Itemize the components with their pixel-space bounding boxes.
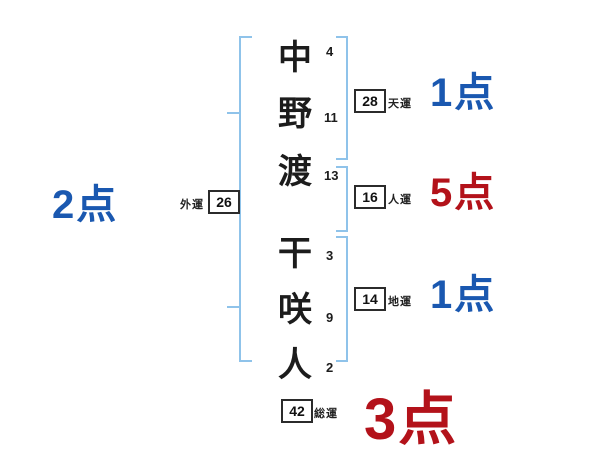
person-luck-value-box: 16 (354, 185, 386, 209)
heaven-luck-label: 天運 (388, 98, 412, 110)
heaven-luck-value-box: 28 (354, 89, 386, 113)
heaven-luck-score: 1点 (430, 71, 497, 115)
outer-luck-bracket-tick-bottom (239, 360, 252, 362)
person-luck-label: 人運 (388, 194, 412, 206)
name-char-4: 干 (278, 235, 312, 273)
outer-luck-bracket-tick-mid1 (227, 112, 239, 114)
stroke-count-3: 13 (324, 168, 339, 183)
person-luck-bracket-line (346, 166, 348, 232)
total-luck-score: 3点 (364, 387, 459, 452)
earth-luck-value-box: 14 (354, 287, 386, 311)
outer-luck-bracket-tick-top (239, 36, 252, 38)
outer-luck-label: 外運 (180, 199, 204, 211)
total-luck-label: 総運 (314, 408, 338, 420)
earth-luck-score: 1点 (430, 273, 497, 317)
name-char-3: 渡 (278, 153, 312, 191)
person-luck-bracket-tick-bottom (336, 230, 348, 232)
person-luck-score: 5点 (430, 171, 497, 215)
stroke-count-1: 4 (326, 44, 334, 59)
earth-luck-bracket-tick-bottom (336, 360, 348, 362)
stroke-count-2: 11 (324, 110, 338, 125)
outer-luck-bracket-line (239, 36, 241, 362)
stroke-count-4: 3 (326, 248, 334, 263)
earth-luck-label: 地運 (388, 296, 412, 308)
stroke-count-5: 9 (326, 310, 334, 325)
stroke-count-6: 2 (326, 360, 334, 375)
name-char-2: 野 (278, 95, 312, 133)
heaven-luck-bracket-tick-top (336, 36, 348, 38)
outer-luck-score: 2点 (52, 183, 119, 227)
heaven-luck-bracket-tick-bottom (336, 158, 348, 160)
outer-luck-value-box: 26 (208, 190, 240, 214)
earth-luck-bracket-line (346, 236, 348, 362)
total-luck-value-box: 42 (281, 399, 313, 423)
earth-luck-bracket-tick-top (336, 236, 348, 238)
name-char-1: 中 (278, 39, 312, 77)
name-char-5: 咲 (278, 291, 312, 329)
outer-luck-bracket-tick-mid2 (227, 306, 239, 308)
heaven-luck-bracket-line (346, 36, 348, 160)
name-char-6: 人 (278, 346, 312, 384)
person-luck-bracket-tick-top (336, 166, 348, 168)
